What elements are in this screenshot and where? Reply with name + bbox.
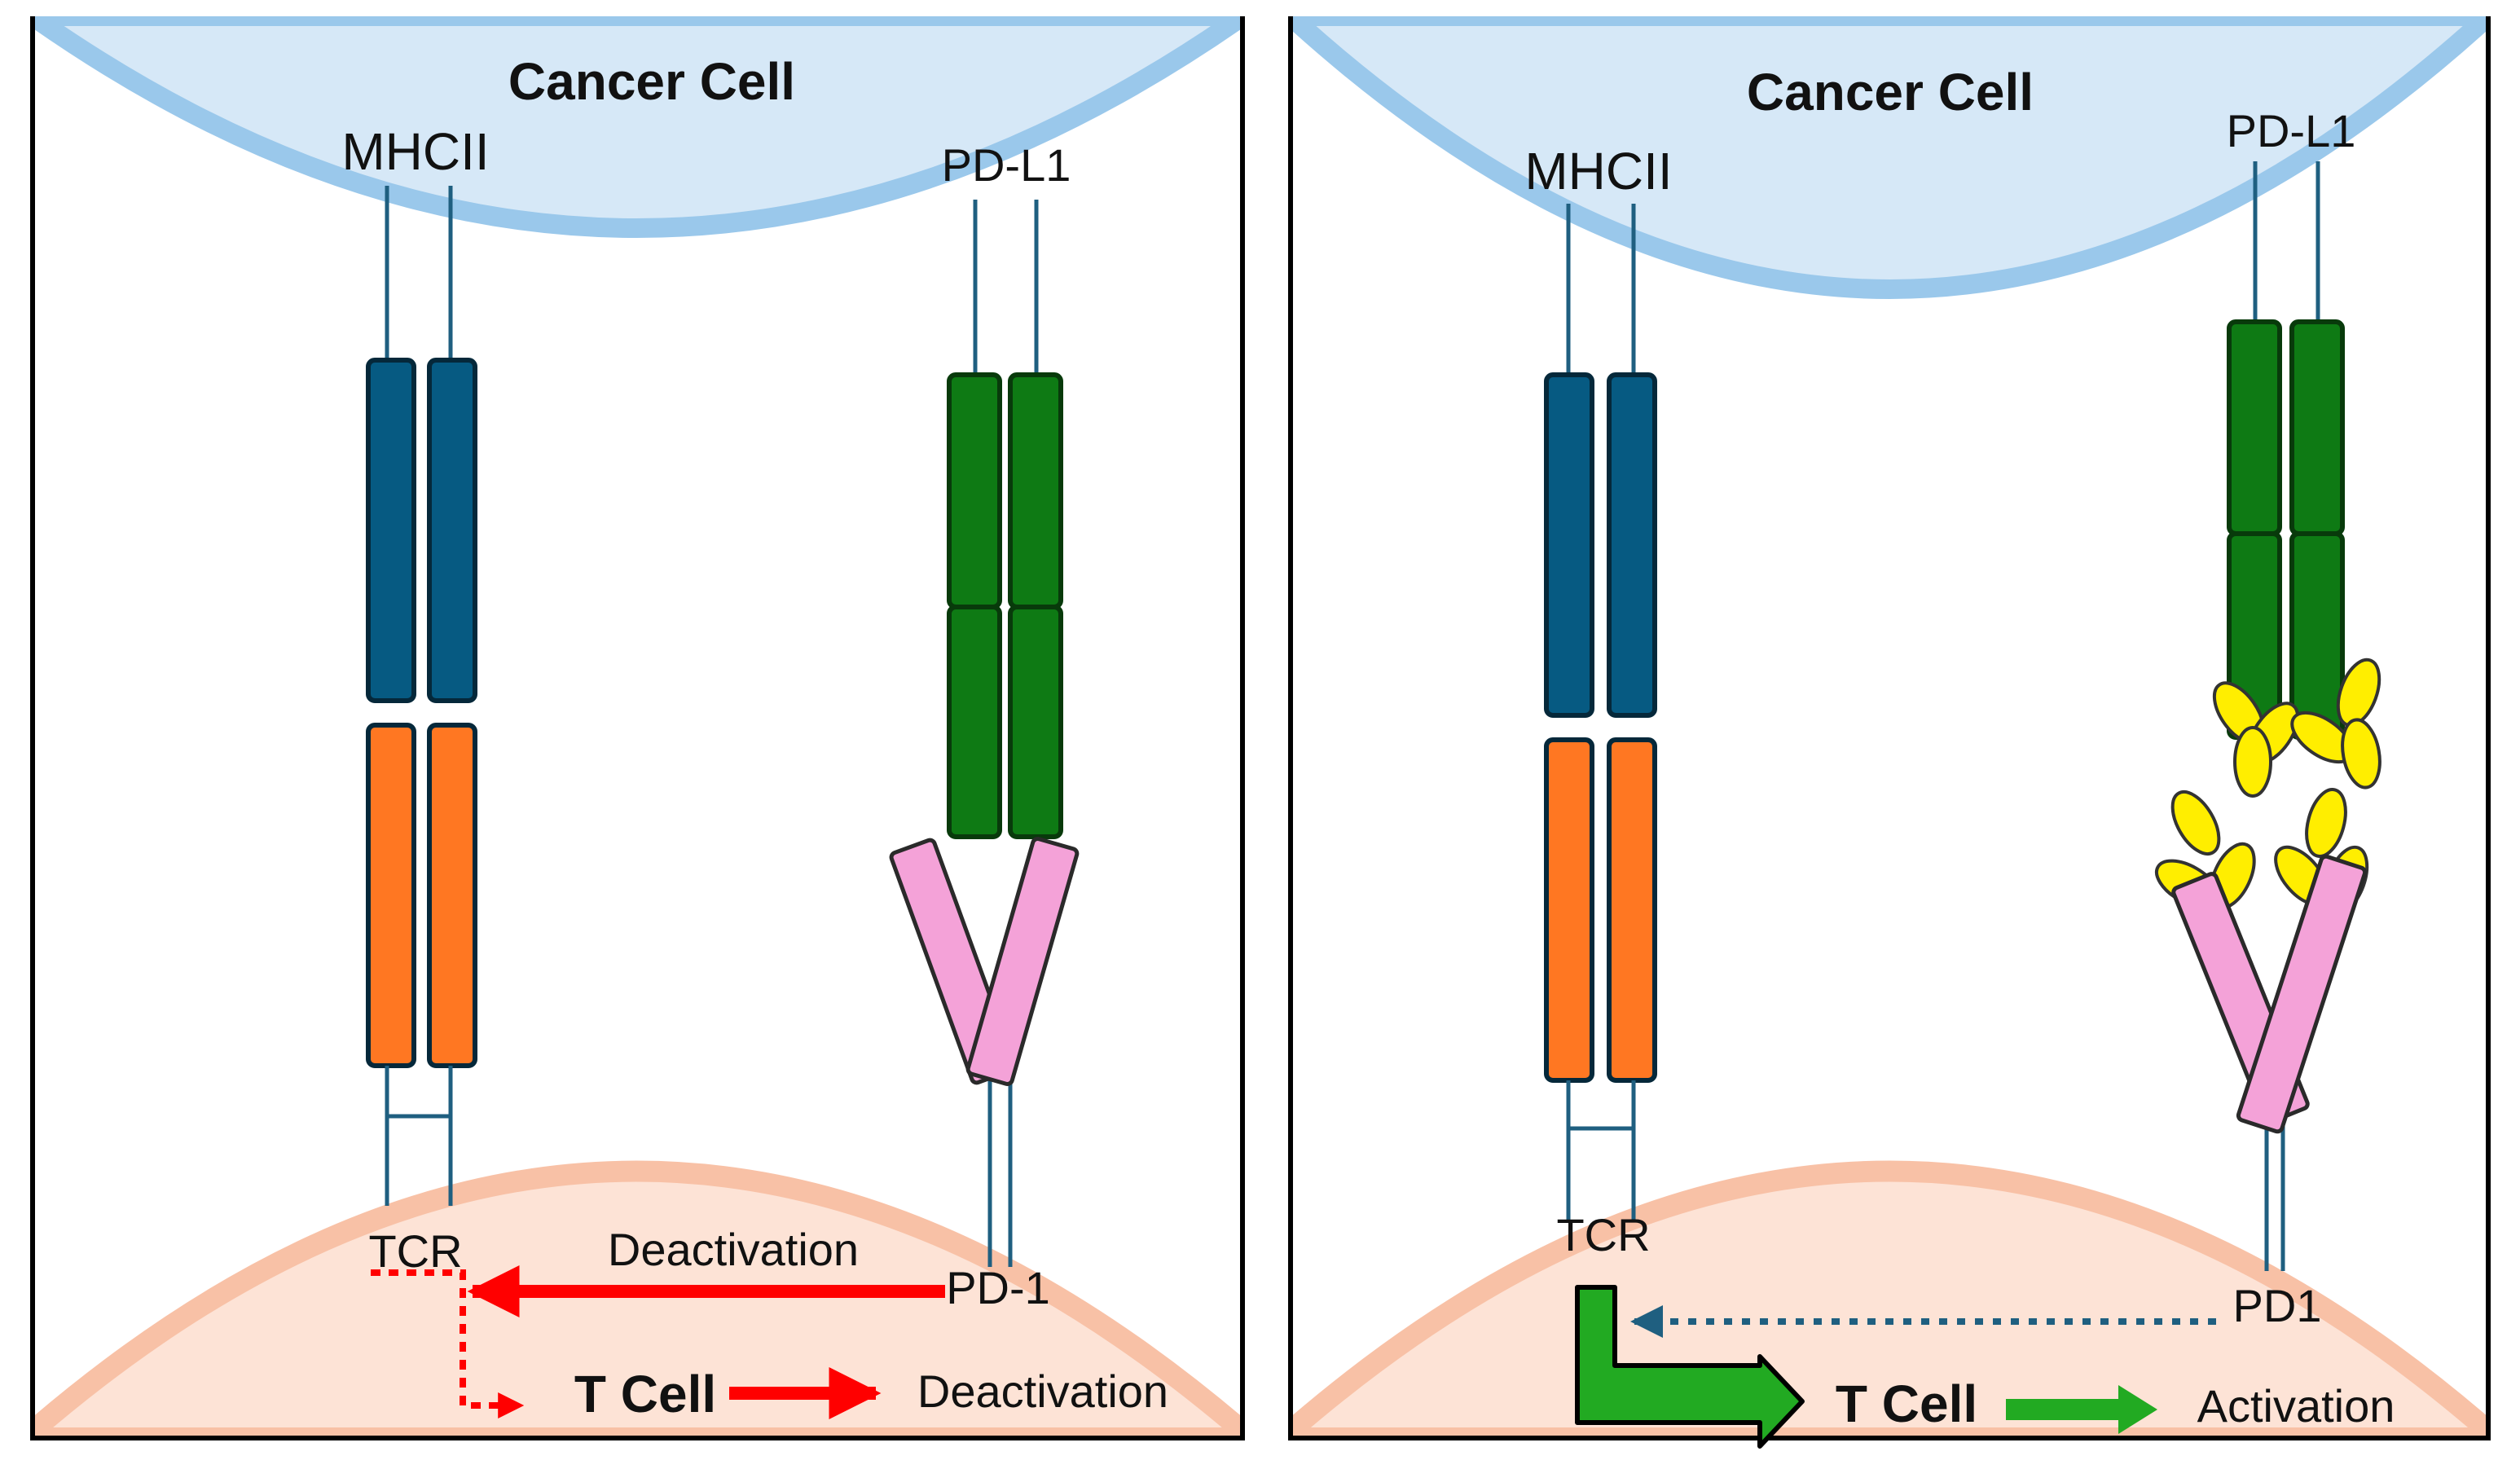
outcome-label: Deactivation xyxy=(917,1366,1168,1417)
cancer-cell-label: Cancer Cell xyxy=(508,52,795,111)
pdl1-domain-lower-right xyxy=(2289,531,2345,740)
mhcii-tcr-complex xyxy=(1544,204,1657,1222)
t-cell-label: T Cell xyxy=(574,1365,716,1423)
pdl1-pd1-blocked-complex xyxy=(2155,161,2381,1271)
cancer-cell-membrane xyxy=(1291,16,2488,299)
tcr-label: TCR xyxy=(368,1225,462,1277)
mhcii-label: MHCII xyxy=(341,122,489,181)
cancer-cell-membrane xyxy=(33,16,1242,238)
pd1-arm-right xyxy=(965,837,1080,1086)
pdl1-label: PD-L1 xyxy=(942,139,1071,191)
tcr-chain-left xyxy=(366,723,416,1068)
mhcii-chain-right xyxy=(427,358,477,703)
tcr-activation-arrow xyxy=(1575,1285,1805,1449)
panel-frame xyxy=(30,16,1245,1440)
tcr-chain-left xyxy=(1544,737,1594,1083)
mhcii-label: MHCII xyxy=(1524,142,1672,200)
pdl1-domain-upper-left xyxy=(2227,319,2282,536)
tcr-dashed-signal xyxy=(371,1269,525,1418)
tcr-label: TCR xyxy=(1556,1209,1650,1260)
activation-outcome-arrow xyxy=(2006,1385,2157,1434)
t-cell-label: T Cell xyxy=(1836,1374,1977,1433)
anti-pdl1-antibody-right xyxy=(2290,658,2381,789)
anti-pdl1-antibody-left xyxy=(2212,681,2300,798)
pd1-label: PD-1 xyxy=(946,1262,1050,1313)
left-panel: Cancer Cell MHCII PD-L1 xyxy=(30,16,1245,1440)
mhcii-chain-right xyxy=(1607,372,1657,718)
pdl1-domain-upper-right xyxy=(2289,319,2345,536)
pdl1-domain-lower-right xyxy=(1008,605,1063,839)
mhcii-chain-left xyxy=(366,358,416,703)
t-cell-membrane xyxy=(33,1160,1242,1438)
pd1-label: PD1 xyxy=(2233,1280,2322,1331)
tcr-chain-right xyxy=(1607,737,1657,1083)
pdl1-pd1-complex xyxy=(889,200,1080,1267)
panel-frame xyxy=(1288,16,2491,1440)
pdl1-label: PD-L1 xyxy=(2227,105,2356,156)
pdl1-domain-lower-left xyxy=(947,605,1002,839)
mhcii-chain-left xyxy=(1544,372,1594,718)
tcr-chain-right xyxy=(427,723,477,1068)
pdl1-domain-upper-right xyxy=(1008,372,1063,609)
right-panel: Cancer Cell MHCII PD-L1 xyxy=(1288,16,2491,1449)
outcome-label: Activation xyxy=(2197,1380,2395,1432)
cancer-cell-label: Cancer Cell xyxy=(1747,63,2034,121)
pdl1-domain-upper-left xyxy=(947,372,1002,609)
pd1-arm-right xyxy=(2236,854,2368,1134)
deactivation-signal-label: Deactivation xyxy=(608,1224,859,1275)
mhcii-tcr-complex xyxy=(366,186,477,1206)
